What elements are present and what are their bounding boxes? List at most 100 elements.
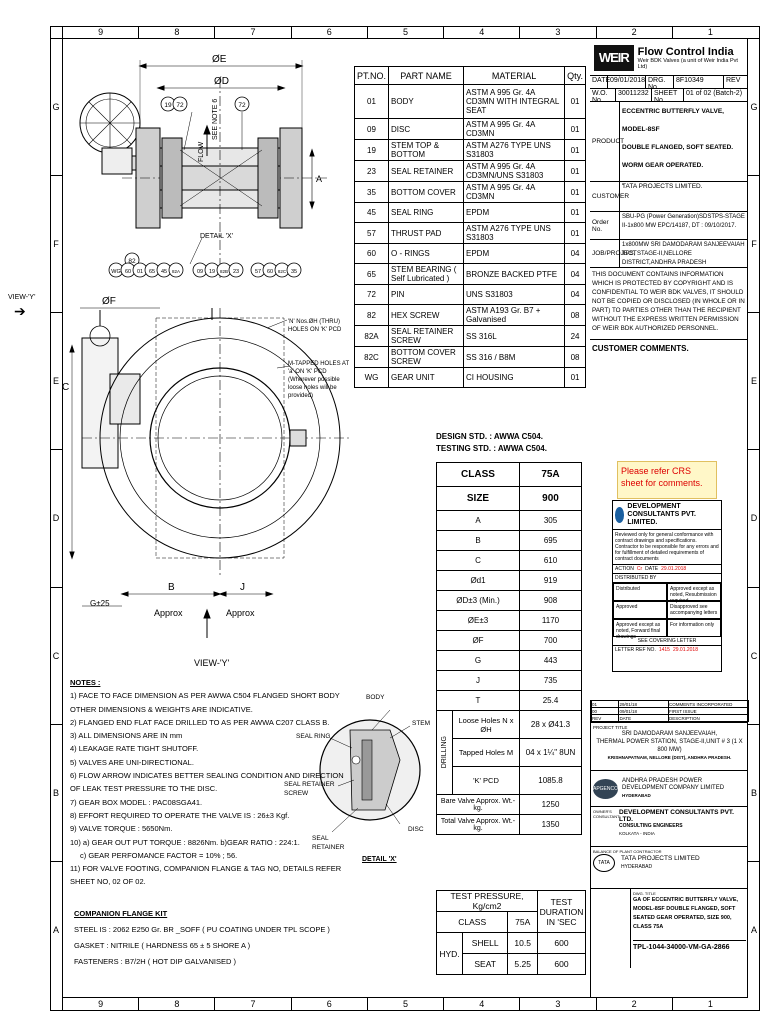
company-sub: Weir BDK Valves (a unit of Weir India Pv… <box>637 57 738 70</box>
flange-steel: STEEL IS : 2062 E250 Gr. BR _SOFF ( PU C… <box>74 925 330 934</box>
class-label: CLASS <box>436 462 520 487</box>
part-material: ASTM A 995 Gr. 4A CD3MN/UNS S31803 <box>462 160 566 182</box>
note-item: 3) ALL DIMENSIONS ARE IN mm <box>70 731 183 741</box>
part-material: UNS S31803 <box>462 284 566 305</box>
detail-seal-retainer-screw-label: SEAL RETAINER SCREW <box>284 781 335 797</box>
stamp-option: Distributed <box>613 583 667 601</box>
title-block: WEIR Flow Control India Weir BDK Valves … <box>590 40 748 357</box>
product-line: WORM GEAR OPERATED. <box>622 162 704 169</box>
stamp-option: For information only <box>667 619 721 637</box>
dim-B: B <box>168 582 175 593</box>
owner-name: ANDHRA PRADESH POWER DEVELOPMENT COMPANY… <box>622 778 725 791</box>
zone-label: D <box>748 449 760 586</box>
project-line: SRI DAMODARAM SANJEEVAIAH, <box>621 731 718 737</box>
part-name: BOTTOM COVER SCREW <box>388 346 464 368</box>
note-item: 11) FOR VALVE FOOTING, COMPANION FLANGE … <box>70 864 342 887</box>
part-name: STEM TOP & BOTTOM <box>388 139 464 161</box>
drill-label: 'K' PCD <box>452 766 520 795</box>
date-row: DATE 09/01/2018 DRG. No. 8F10349 REV <box>590 76 748 91</box>
inner-frame <box>62 38 748 998</box>
seat-duration: 600 <box>537 953 586 975</box>
job-label: JOB/PROJECT <box>590 240 637 267</box>
balloon-label: 01 <box>137 269 143 275</box>
shell-duration: 600 <box>537 932 586 954</box>
crs-note: Please refer CRS sheet for comments. <box>617 461 717 499</box>
company-name: Flow Control India <box>637 45 734 58</box>
dwg-number: TPL-1044-34000-VM-GA-2866 <box>633 940 746 951</box>
notes-title: NOTES : <box>70 678 101 687</box>
hyd-label: HYD. <box>436 932 463 975</box>
stamp-action-value: Cr <box>636 566 643 572</box>
weir-logo: WEIR <box>594 44 634 71</box>
consultant-name: DEVELOPMENT CONSULTANTS PVT. LTD. <box>619 809 734 823</box>
part-name: STEM BEARING ( Self Lubricated ) <box>388 263 464 285</box>
product-label: PRODUCT <box>590 102 624 181</box>
dim-label: A <box>436 510 520 531</box>
product-line: . <box>622 180 624 187</box>
zone-label: 1 <box>671 998 748 1010</box>
rev-date: 29/01/18 <box>618 700 669 708</box>
zone-label: 2 <box>595 998 672 1010</box>
dim-F: ØF <box>102 296 116 307</box>
balloon-label: 72 <box>238 102 246 109</box>
tapped-holes-note: M-TAPPED HOLES AT 'a' ON 'K' PCD (Wherev… <box>288 361 350 399</box>
zone-label: B <box>50 723 62 861</box>
test-class-label: CLASS <box>435 911 509 933</box>
product-line: ECCENTRIC BUTTERFLY VALVE, MODEL-8SF <box>622 108 724 133</box>
drill-value: 28 x Ø41.3 <box>519 710 582 739</box>
part-qty: 01 <box>564 202 586 223</box>
owner-city: HYDERABAD <box>622 793 651 798</box>
test-class-value: 75A <box>507 911 538 933</box>
zone-label: C <box>50 586 62 724</box>
part-qty: 01 <box>564 222 586 244</box>
balloon-label: 82C <box>278 269 287 274</box>
wo-value: 30011232 <box>616 89 652 101</box>
dim-label: ØE±3 <box>436 610 520 631</box>
project-line: THERMAL POWER STATION, STAGE-II,UNIT # 3… <box>596 739 743 753</box>
stamp-date-value: 29.01.2018 <box>661 566 687 572</box>
part-qty: 01 <box>564 160 586 182</box>
flange-gasket: GASKET : NITRILE ( HARDNESS 65 ± 5 SHORE… <box>74 941 251 950</box>
customer-row: CUSTOMER TATA PROJECTS LIMITED. <box>590 182 748 212</box>
part-name: SEAL RETAINER <box>388 160 464 182</box>
drill-label: Loose Holes N x ØH <box>452 710 520 739</box>
view-y-left-label: VIEW-'Y' <box>8 294 36 301</box>
part-no: 01 <box>353 84 390 119</box>
dim-E: ØE <box>212 54 227 65</box>
design-std: DESIGN STD. : AWWA C504. <box>436 432 543 441</box>
zone-label: G <box>50 38 62 175</box>
note-item: 5) VALVES ARE UNI-DIRECTIONAL. <box>70 757 194 767</box>
balloon-label: 72 <box>176 102 184 109</box>
approx-j: Approx <box>226 608 255 618</box>
dim-value: 1170 <box>519 610 582 631</box>
zone-label: 5 <box>366 26 443 38</box>
parts-header-row: PT.NO. PART NAME MATERIAL Qty. <box>353 66 586 85</box>
drill-label: Tapped Holes M <box>452 738 520 767</box>
zone-label: F <box>50 175 62 312</box>
view-y-bottom: VIEW-'Y' <box>194 658 230 668</box>
part-qty: 01 <box>564 367 586 388</box>
stamp-option: Approved except as noted, Forward final … <box>613 619 667 640</box>
zone-label: F <box>748 175 760 312</box>
stamp-letter-date: 29.01.2018 <box>672 647 698 653</box>
table-row: TEST PRESSURE, Kg/cm2 TEST DURATION IN '… <box>436 890 586 933</box>
consultant-label: OWNER'S CONSULTANT <box>593 809 620 819</box>
dcpl-stamp-body: Reviewed only for general conformance wi… <box>613 530 721 565</box>
part-no: 65 <box>353 263 390 285</box>
part-material: EPDM <box>462 243 566 264</box>
dim-label: J <box>436 670 520 691</box>
zone-label: 6 <box>290 998 367 1010</box>
